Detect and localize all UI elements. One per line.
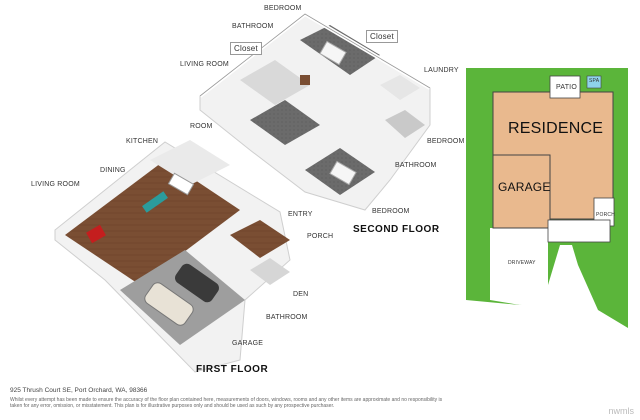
garage-floor	[120, 250, 245, 345]
site-label-spa: SPA	[589, 78, 600, 84]
label-dining: DINING	[100, 167, 126, 174]
label-den: DEN	[293, 291, 309, 298]
second-floor-wall-edge	[199, 13, 431, 97]
bathroom-fixture	[300, 75, 310, 85]
dining-table	[142, 191, 168, 213]
label-second-floor: SECOND FLOOR	[353, 224, 440, 235]
label-first-floor: FIRST FLOOR	[196, 364, 269, 375]
site-label-porch: PORCH	[596, 212, 616, 218]
kitchen-floor	[150, 140, 230, 185]
watermark-logo: nwmls	[608, 406, 634, 416]
living-dining-floor	[65, 160, 240, 285]
label-bathroom-lower: BATHROOM	[266, 314, 308, 321]
den-floor	[250, 258, 290, 285]
site-plan	[466, 68, 628, 328]
label-room: ROOM	[190, 123, 213, 130]
driveway	[490, 228, 548, 305]
label-bedroom-right: BEDROOM	[427, 138, 465, 145]
label-kitchen: KITCHEN	[126, 138, 159, 145]
label-bedroom-lower: BEDROOM	[372, 208, 410, 215]
label-living-room-upper: LIVING ROOM	[180, 61, 229, 68]
label-closet-right: Closet	[366, 30, 398, 43]
spa-block	[586, 75, 602, 89]
bed-lower	[329, 160, 357, 186]
label-bathroom-mid: BATHROOM	[395, 162, 437, 169]
label-closet-left: Closet	[230, 42, 262, 55]
laundry-floor	[380, 75, 420, 100]
car-dark	[175, 263, 219, 303]
garage-block	[492, 154, 551, 229]
bed-top	[319, 40, 347, 66]
second-floor-model	[198, 11, 432, 211]
room-floor	[250, 100, 320, 145]
label-porch: PORCH	[307, 233, 334, 240]
site-label-garage: GARAGE	[498, 180, 551, 194]
label-bathroom-top: BATHROOM	[232, 23, 274, 30]
car-white	[144, 282, 194, 326]
label-entry: ENTRY	[288, 211, 313, 218]
label-bedroom-top: BEDROOM	[264, 5, 302, 12]
living-room-upper-floor	[240, 60, 310, 105]
walkway-block	[547, 219, 611, 243]
kitchen-island	[167, 172, 195, 196]
red-rug	[86, 224, 106, 244]
address-text: 925 Thrush Court SE, Port Orchard, WA, 9…	[10, 387, 148, 394]
patio-block	[549, 75, 581, 99]
first-floor-model	[54, 140, 291, 373]
entry-floor	[230, 220, 290, 258]
label-living-room-lower: LIVING ROOM	[31, 181, 80, 188]
bedroom-right-floor	[385, 110, 425, 138]
disclaimer-text: Whilst every attempt has been made to en…	[10, 397, 443, 409]
site-label-residence: RESIDENCE	[508, 120, 604, 137]
label-garage-first: GARAGE	[232, 340, 264, 347]
label-laundry: LAUNDRY	[424, 67, 459, 74]
site-label-patio: PATIO	[556, 84, 577, 91]
site-label-driveway: DRIVEWAY	[508, 260, 536, 266]
